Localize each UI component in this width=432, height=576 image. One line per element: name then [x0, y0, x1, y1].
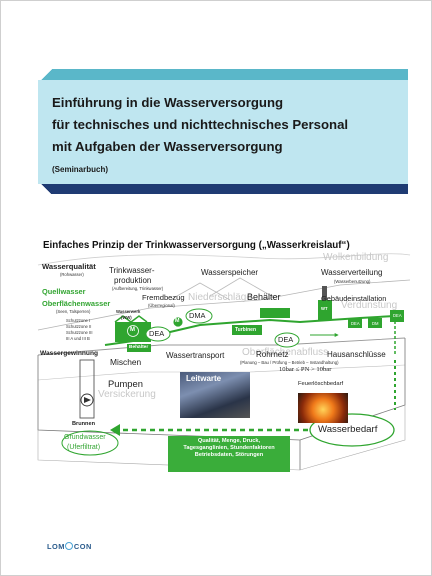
label-quellwasser: Quellwasser — [42, 287, 86, 296]
label-brunnen: Brunnen — [72, 421, 95, 427]
label-behaelter-small: Behälter — [129, 345, 149, 350]
title-box — [38, 80, 408, 184]
info-box: Qualität, Menge, Druck, Tagesganglinien,… — [168, 436, 290, 472]
label-behaelter: Behälter — [247, 292, 281, 302]
title-line-1: Einführung in die Wasserversorgung — [52, 95, 284, 110]
label-mischen: Mischen — [110, 357, 142, 367]
label-ueberregional: (Überregional) — [148, 303, 175, 308]
banner-top-band — [38, 69, 408, 80]
label-dea-house-1: DEA — [351, 321, 360, 326]
label-dea-house-2: DEA — [393, 313, 402, 318]
info-box-line-1: Qualität, Menge, Druck, — [197, 438, 261, 444]
label-dm: DM — [372, 321, 379, 326]
label-wt: WT — [321, 306, 328, 311]
logo-mark-icon — [65, 542, 74, 550]
label-m-2: M — [175, 318, 180, 324]
lomcon-logo: LOM CON — [47, 542, 92, 551]
bg-word-wolkenbildung: Wolkenbildung — [323, 252, 389, 263]
label-leitwarte: Leitwarte — [186, 374, 222, 383]
label-m-1: M — [130, 327, 135, 333]
label-rohrnetz: Rohrnetz — [256, 350, 289, 359]
title-line-3: mit Aufgaben der Wasserversorgung — [52, 139, 283, 154]
label-wasserbenutzung: (Wasserbenutzung) — [334, 279, 371, 284]
banner-bottom-band — [38, 184, 408, 194]
label-wassertransport: Wassertransport — [166, 351, 225, 360]
info-box-line-2: Tagesganglinien, Stundenfaktoren — [183, 445, 275, 452]
bg-word-verdunstung: Verdunstung — [341, 300, 398, 311]
label-grundwasser: Grundwasser — [64, 434, 106, 441]
label-wassergewinnung: Wassergewinnung — [40, 350, 99, 357]
bg-word-niederschlaege: Niederschläge — [188, 292, 252, 303]
label-pumpen: Pumpen — [108, 378, 143, 389]
label-dma: DMA — [189, 311, 206, 320]
fire-photo — [298, 393, 348, 423]
label-produktion: produktion — [114, 276, 152, 285]
bg-word-versickerung: Versickerung — [98, 389, 156, 400]
label-oberflaechenwasser: Oberflächenwasser — [42, 299, 111, 308]
label-ww: (WW) — [121, 315, 132, 320]
bg-word-oberflaechenabfluss: Oberflächenabfluss — [242, 347, 329, 358]
control-room-photo — [180, 372, 250, 418]
logo-text-right: CON — [73, 542, 92, 551]
label-hausanschluesse: Hausanschlüsse — [327, 350, 386, 359]
label-wasserspeicher: Wasserspeicher — [201, 268, 259, 277]
label-wasserwerk: Wasserwerk — [116, 309, 141, 314]
label-schutzzone-2: Schutzzone II — [66, 324, 92, 329]
label-schutzzone-3: Schutzzone III — [66, 330, 93, 335]
subtitle: (Seminarbuch) — [52, 165, 109, 174]
logo-text-left: LOM — [47, 542, 65, 551]
label-schutzzone-1: Schutzzone I — [66, 318, 91, 323]
label-wasserverteilung: Wasserverteilung — [321, 268, 383, 277]
label-planung: (Planung – Bau / Prüfung – Betrieb – Ins… — [240, 360, 339, 365]
label-fremdbezug: Fremdbezug — [142, 293, 185, 302]
label-seen: (Seen, Talsperren) — [56, 309, 91, 314]
label-rohwasser: (Rohwasser) — [60, 272, 84, 277]
label-trinkwasser: Trinkwasser- — [109, 266, 155, 275]
label-schutzzone-3ab: III A und III B — [66, 336, 90, 341]
label-wasserbedarf: Wasserbedarf — [318, 424, 378, 435]
label-dea-1: DEA — [149, 329, 165, 338]
label-aufbereitung: (Aufbereitung, Trinkwasser) — [112, 286, 164, 291]
info-box-line-3: Betriebsdaten, Störungen — [194, 452, 264, 459]
label-wasserqualitaet: Wasserqualität — [42, 262, 96, 271]
label-turbinen: Turbinen — [235, 327, 257, 333]
label-uferfiltrat: (Uferfiltrat) — [67, 444, 101, 451]
diagram-heading: Einfaches Prinzip der Trinkwasserversorg… — [43, 240, 350, 251]
water-cycle-diagram — [37, 253, 411, 471]
label-dea-2: DEA — [278, 335, 294, 344]
label-druck: 10bar ≤ PN > 10bar — [279, 366, 332, 373]
title-line-2: für technisches und nichttechnisches Per… — [52, 117, 349, 132]
label-gebaeudeinstallation: Gebäudeinstallation — [321, 294, 387, 303]
label-feuerloeschbedarf: Feuerlöschbedarf — [298, 381, 344, 387]
